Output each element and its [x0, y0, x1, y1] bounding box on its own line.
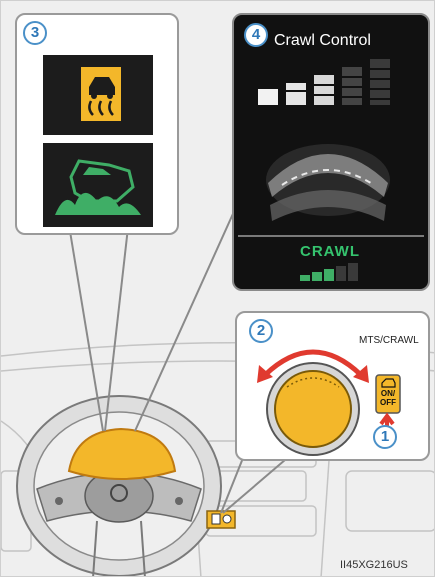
dial-graphic	[266, 144, 390, 221]
indicator-icons	[17, 15, 177, 233]
on-off-label: ON/ OFF	[378, 389, 398, 407]
crawl-mode-text: CRAWL	[300, 243, 360, 260]
slip-indicator-icon	[81, 67, 121, 121]
callout-1: 1	[373, 425, 397, 449]
crawl-level-bars	[300, 263, 358, 281]
crawl-display-panel: 4 Crawl Control CRAWL	[232, 13, 430, 291]
switch-graphic	[237, 313, 428, 459]
switch-panel: 2 MTS/CRAWL ON/ OFF 1	[235, 311, 430, 461]
on-off-label-line1: ON/	[378, 389, 398, 398]
steering-wheel	[17, 396, 221, 577]
on-off-label-line2: OFF	[378, 398, 398, 407]
mode-select-knob	[275, 371, 351, 447]
console-switch-highlight	[207, 511, 235, 528]
indicator-panel: 3	[15, 13, 179, 235]
figure-code: II45XG216US	[340, 559, 408, 571]
